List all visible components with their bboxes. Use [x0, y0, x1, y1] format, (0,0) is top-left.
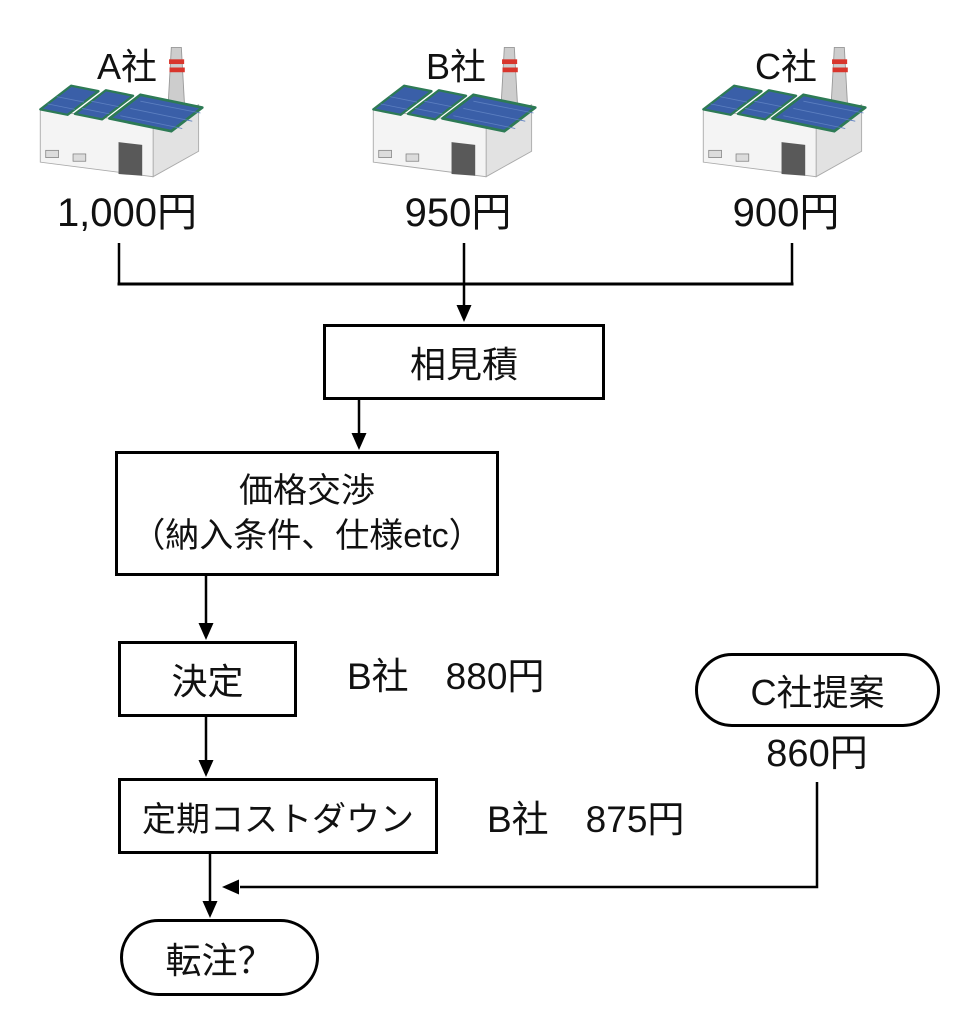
proposal-price-label: 860円: [766, 733, 868, 775]
negotiation-title: 価格交渉: [239, 472, 375, 511]
costdown-box-label: 定期コストダウン: [142, 800, 414, 839]
negotiation-detail: （納入条件、仕様etc）: [131, 516, 483, 555]
proposal-box-label: C社提案: [750, 672, 885, 713]
supplier-name-b: B社: [425, 46, 486, 87]
costdown-result-label: B社 875円: [487, 799, 685, 840]
arrowhead-costdown: [198, 760, 214, 777]
quote-box: 相見積: [323, 324, 605, 400]
decision-result-label: B社 880円: [347, 656, 545, 697]
supplier-price-a: 1,000円: [56, 191, 198, 235]
supplier-price-b: 950円: [404, 191, 512, 235]
decision-box: 決定: [118, 641, 297, 717]
supplier-price-c: 900円: [732, 191, 840, 235]
supplier-name-c: C社: [755, 46, 817, 87]
arrowhead-negotiation: [351, 433, 367, 450]
arrowhead-proposal: [222, 879, 239, 895]
decision-box-label: 決定: [171, 661, 244, 702]
costdown-box: 定期コストダウン: [118, 778, 438, 854]
switch-box-label: 転注？: [165, 939, 274, 981]
arrowhead-decision: [198, 623, 214, 640]
supplier-name-a: A社: [96, 46, 157, 87]
negotiation-box: 価格交渉 （納入条件、仕様etc）: [115, 451, 499, 576]
arrowhead-quote: [456, 305, 472, 322]
proposal-box: C社提案: [695, 653, 940, 727]
arrowhead-switch: [202, 901, 218, 918]
quote-box-label: 相見積: [409, 344, 518, 385]
switch-box: 転注？: [120, 919, 319, 996]
